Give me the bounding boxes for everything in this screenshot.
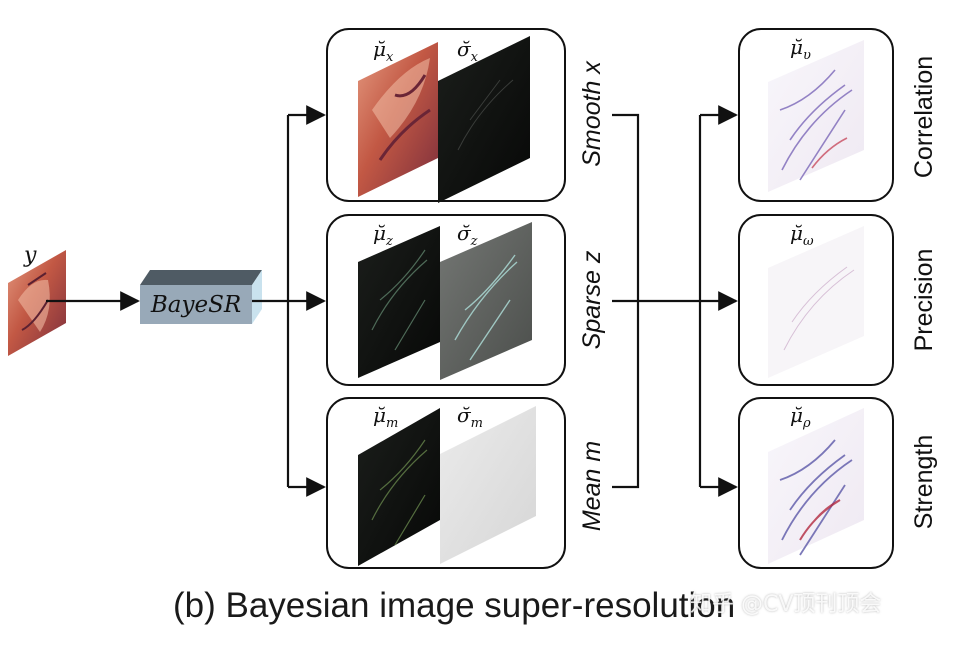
sparse-mean-map — [358, 226, 440, 378]
smooth-mean-texture — [372, 58, 430, 138]
input-image-strokes — [21, 272, 49, 331]
precision-map — [768, 226, 864, 378]
sparse-sigma-symbol: σ̆z — [457, 221, 478, 249]
figure-caption: (b) Bayesian image super-resolution — [173, 586, 736, 625]
model-label: BayeSR — [150, 292, 241, 318]
output-strength-label: Strength — [910, 435, 938, 530]
input-image-texture — [18, 279, 50, 332]
smooth-sigma-map — [438, 36, 530, 203]
branch-sparse-label: Sparse z — [578, 250, 606, 349]
sparse-mean-symbol: μ̆z — [373, 221, 393, 249]
strength-symbol: μ̆ρ — [790, 403, 811, 431]
mean-mean-symbol: μ̆m — [373, 403, 398, 431]
mean-sigma-map — [440, 406, 536, 564]
model-box-side — [252, 270, 262, 324]
correlation-symbol: μ̆υ — [790, 35, 811, 63]
sparse-sigma-map — [440, 222, 532, 380]
model-box-front — [140, 285, 252, 324]
precision-symbol: μ̆ω — [790, 221, 814, 249]
watermark: 知乎 @CV顶刊顶会 — [690, 592, 882, 617]
correlation-texture — [779, 69, 853, 181]
smooth-mean-symbol: μ̆x — [373, 37, 394, 65]
correlation-texture-red — [811, 137, 848, 169]
sparse-sigma-texture — [454, 254, 518, 361]
smooth-sigma-texture — [457, 79, 514, 151]
strength-map — [768, 408, 864, 564]
smooth-mean-strokes — [378, 74, 431, 161]
strength-texture — [779, 439, 853, 556]
smooth-sigma-symbol: σ̆x — [457, 37, 479, 65]
branch-mean-label: Mean m — [578, 441, 606, 531]
input-label: y — [23, 243, 37, 268]
strength-texture-red — [799, 499, 841, 541]
mean-mean-texture — [371, 439, 428, 546]
output-precision-label: Precision — [910, 249, 938, 352]
precision-texture — [783, 266, 855, 351]
output-correlation-label: Correlation — [910, 56, 938, 178]
correlation-map — [768, 40, 864, 192]
model-box-top — [140, 270, 262, 285]
mean-sigma-symbol: σ̆m — [457, 403, 483, 431]
branch-smooth-label: Smooth x — [578, 60, 606, 167]
sparse-mean-texture — [371, 249, 428, 351]
